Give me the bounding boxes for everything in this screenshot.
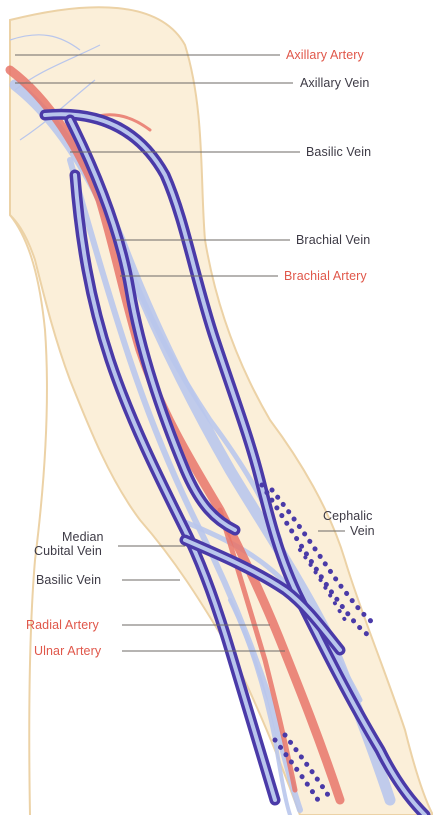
- torso-outline: [10, 215, 47, 815]
- label-median-cubital-line1: Median: [62, 530, 104, 544]
- label-ulnar-artery: Ulnar Artery: [34, 644, 101, 658]
- label-brachial-artery: Brachial Artery: [284, 269, 367, 283]
- label-median-cubital-line2: Cubital Vein: [34, 544, 102, 558]
- label-cephalic-vein-line2: Vein: [350, 524, 375, 538]
- label-radial-artery: Radial Artery: [26, 618, 99, 632]
- label-brachial-vein: Brachial Vein: [296, 233, 370, 247]
- label-basilic-vein-lower: Basilic Vein: [36, 573, 101, 587]
- label-cephalic-vein-line1: Cephalic: [323, 509, 372, 523]
- label-axillary-vein: Axillary Vein: [300, 76, 369, 90]
- label-basilic-vein-upper: Basilic Vein: [306, 145, 371, 159]
- label-axillary-artery: Axillary Artery: [286, 48, 364, 62]
